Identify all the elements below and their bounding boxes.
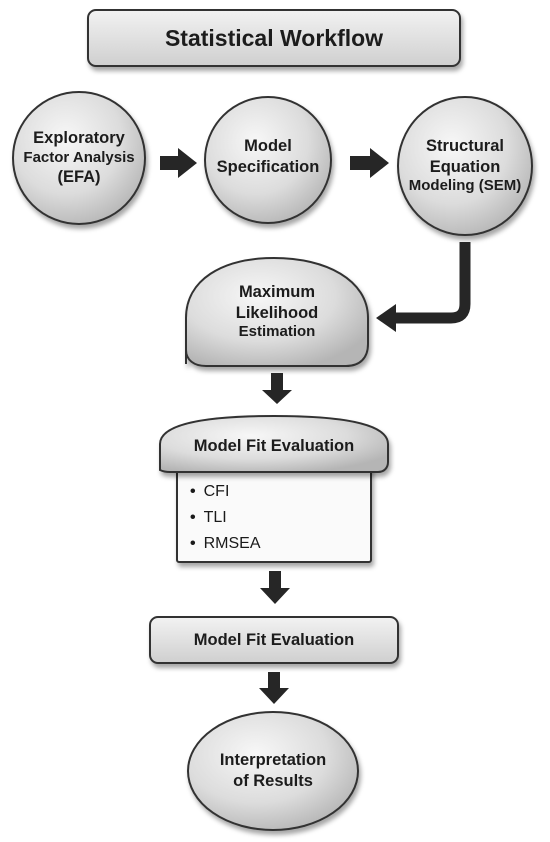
interpretation-line-1: Interpretation: [219, 751, 327, 770]
efa-label: Exploratory Factor Analysis (EFA): [13, 110, 145, 206]
fit-eval-box-label: Model Fit Evaluation: [150, 617, 398, 663]
arrow-fit-to-box: [260, 571, 290, 604]
interpretation-label: Interpretation of Results: [193, 738, 353, 804]
sem-line-1: Structural: [426, 137, 504, 155]
sem-line-2: Equation: [429, 157, 501, 176]
fit-index-item: TLI: [190, 505, 360, 531]
mle-line-1: Maximum: [238, 283, 316, 301]
arrow-mle-to-fit: [262, 373, 292, 404]
model-spec-line-2: Specification: [216, 158, 320, 176]
title-box: [87, 9, 461, 67]
interpretation-node: [187, 711, 359, 831]
model-spec-label: Model Specification: [208, 125, 328, 189]
efa-line-1: Exploratory: [33, 129, 125, 147]
mle-line-3: Estimation: [238, 323, 316, 341]
model-spec-line-1: Model: [244, 137, 292, 156]
fit-index-item: RMSEA: [190, 531, 360, 557]
mle-node: [185, 256, 369, 367]
fit-eval-box-text: Model Fit Evaluation: [193, 630, 355, 649]
interpretation-line-2: of Results: [233, 772, 313, 790]
efa-node: [12, 91, 146, 225]
fit-indices-list: CFI TLI RMSEA: [190, 479, 360, 557]
page-title: Statistical Workflow: [88, 10, 460, 66]
fit-eval-header-text: Model Fit Evaluation: [193, 436, 355, 455]
arrow-box-to-interp: [259, 672, 289, 704]
arrow-sem-to-mle: [392, 242, 471, 324]
arrow-sem-to-mle-head: [376, 304, 396, 332]
arrow-efa-to-spec: [160, 148, 197, 178]
sem-node: [397, 96, 533, 236]
fit-index-item: CFI: [190, 479, 360, 505]
efa-line-2: Factor Analysis: [23, 148, 135, 166]
mle-label: Maximum Likelihood Estimation: [206, 262, 348, 362]
efa-line-3: (EFA): [57, 168, 101, 187]
sem-line-3: Modeling (SEM): [408, 177, 522, 195]
fit-eval-header-node: [159, 414, 389, 473]
arrow-spec-to-sem: [350, 148, 389, 178]
sem-label: Structural Equation Modeling (SEM): [398, 118, 532, 214]
model-spec-node: [204, 96, 332, 224]
fit-eval-box: [149, 616, 399, 664]
fit-eval-header-label: Model Fit Evaluation: [160, 424, 388, 468]
title-label: Statistical Workflow: [164, 24, 384, 51]
mle-line-2: Likelihood: [235, 303, 319, 322]
